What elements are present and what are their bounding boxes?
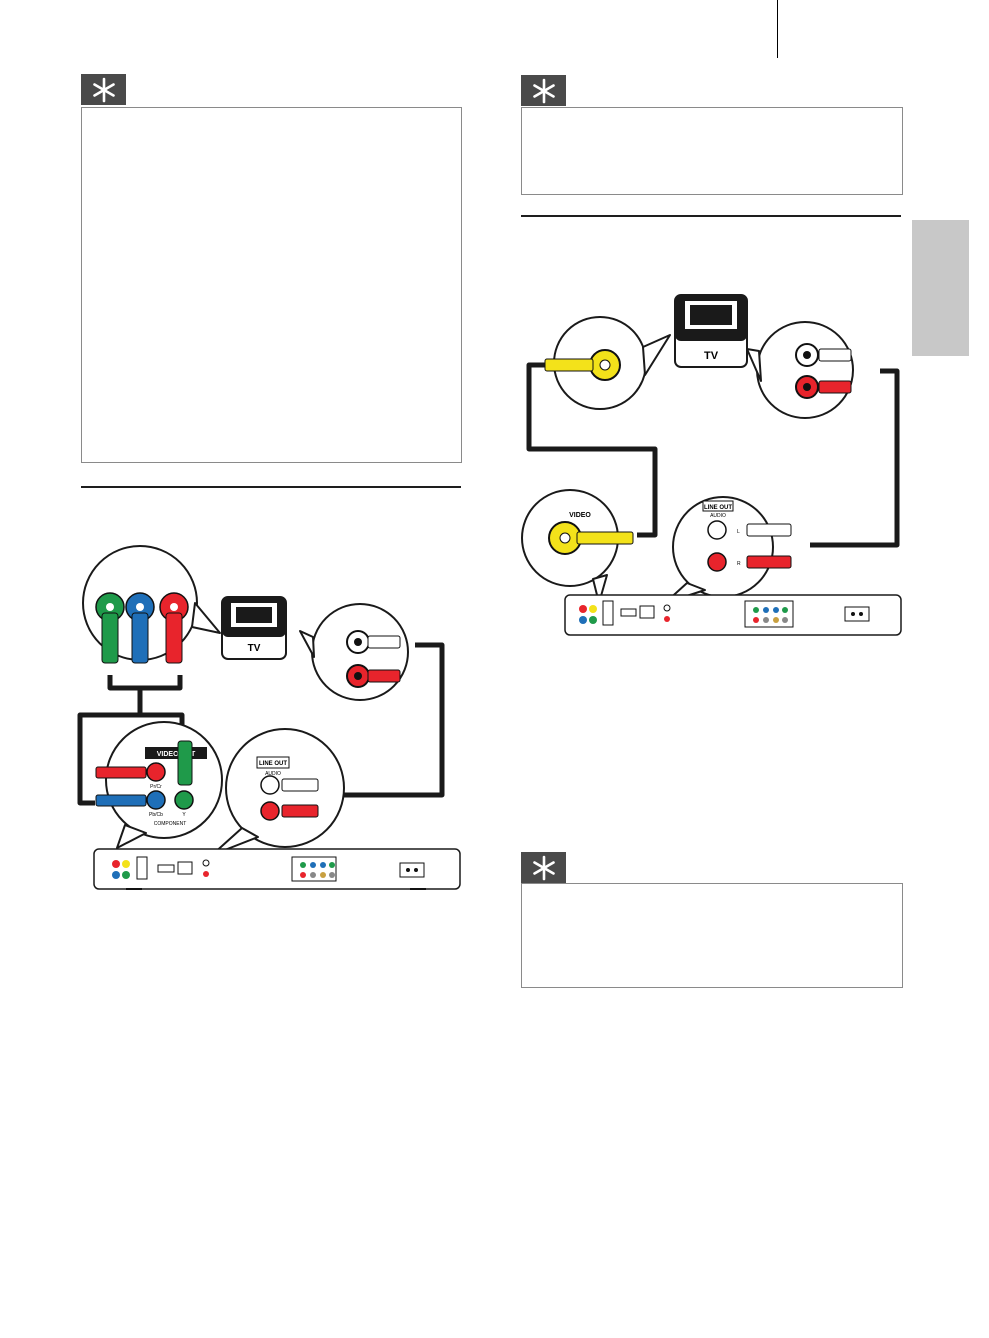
component-footer: COMPONENT (154, 821, 187, 827)
hdmi-port-icon (157, 864, 175, 873)
section-rule-left (81, 486, 461, 488)
power-socket-icon (399, 862, 425, 878)
page-top-rule (777, 0, 778, 58)
power-socket-icon (844, 606, 870, 622)
component-connection-diagram: TV VIDEO OUT Pr/Cr Pb/Cb Y COMPONENT LIN… (77, 545, 461, 890)
tip-asterisk-icon (521, 75, 566, 106)
ethernet-port-icon (639, 605, 655, 619)
line-out-audio-label: AUDIO (265, 771, 281, 777)
tv-audio-callout (746, 321, 854, 419)
section-rule-right (521, 215, 901, 217)
composite-video-label: VIDEO (569, 512, 591, 519)
tip-box-left (81, 107, 462, 463)
line-out-audio-label: AUDIO (710, 513, 726, 519)
line-out-callout: LINE OUT AUDIO L R (664, 496, 792, 604)
tv-icon: TV (674, 294, 748, 368)
composite-connection-diagram: TV VIDEO LINE OUT AUDIO L R (521, 294, 902, 636)
player-rear-panel-icon (564, 594, 902, 636)
ethernet-port-icon (177, 861, 193, 875)
tv-audio-callout (299, 603, 409, 701)
line-out-left-label: L (737, 529, 740, 535)
tip-box-right-top (521, 107, 903, 195)
component-panel-header: VIDEO OUT (157, 751, 196, 758)
line-out-callout: LINE OUT AUDIO (211, 728, 345, 856)
line-out-header: LINE OUT (704, 505, 732, 511)
hdmi-port-icon (620, 608, 637, 617)
tip-asterisk-icon (521, 852, 566, 883)
tv-label: TV (248, 643, 261, 654)
tip-box-right-bottom (521, 883, 903, 988)
pr-label: Pr/Cr (150, 784, 162, 790)
y-label: Y (182, 812, 186, 818)
line-out-header: LINE OUT (259, 761, 287, 767)
composite-output-callout: VIDEO (521, 489, 634, 604)
pb-label: Pb/Cb (149, 812, 163, 818)
tv-icon: TV (221, 596, 287, 660)
player-rear-panel-icon (93, 848, 461, 890)
tv-video-callout (544, 316, 671, 410)
component-plug-callout (82, 545, 221, 664)
line-out-right-label: R (737, 561, 741, 567)
tv-label: TV (704, 350, 719, 362)
component-output-callout: VIDEO OUT Pr/Cr Pb/Cb Y COMPONENT (95, 721, 223, 849)
tip-asterisk-icon (81, 74, 126, 105)
section-side-tab (912, 220, 969, 356)
